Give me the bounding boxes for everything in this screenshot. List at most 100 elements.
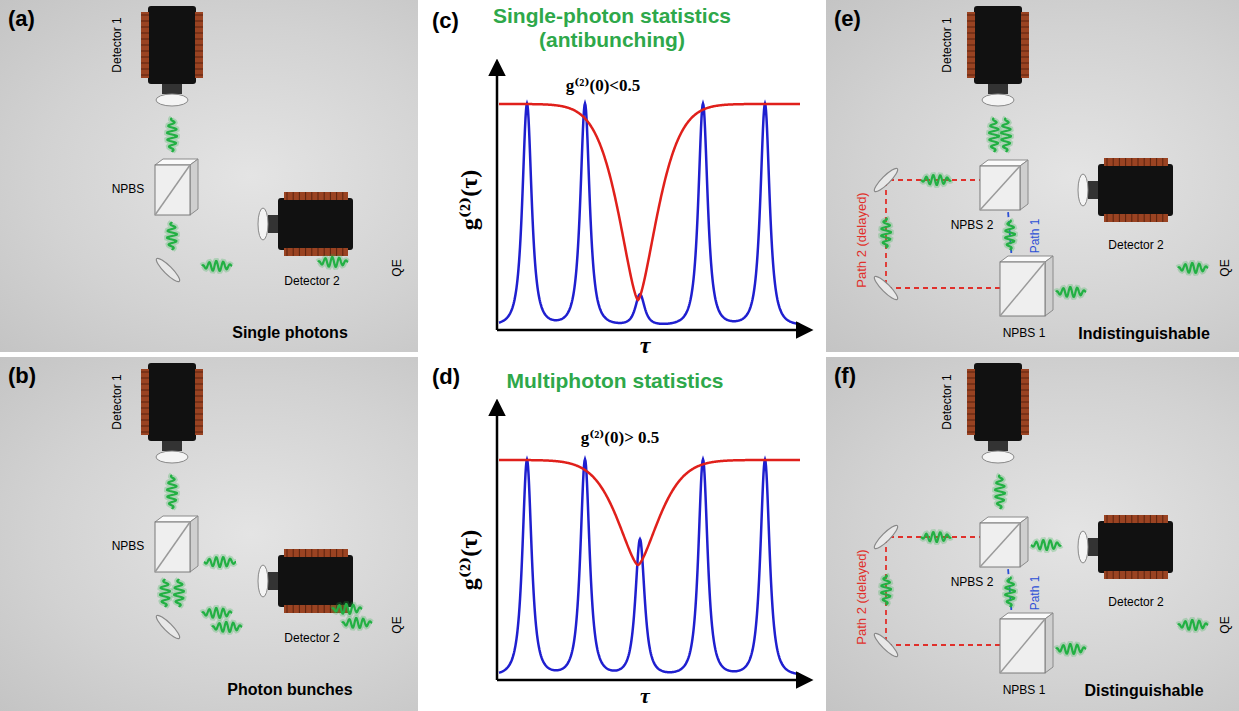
photon-glow	[212, 622, 242, 632]
photon	[1031, 540, 1061, 550]
setup-illustration	[0, 0, 418, 352]
detector-symbol	[967, 363, 1029, 463]
beam-splitter	[1000, 613, 1053, 673]
path-label: Path 1	[1029, 576, 1043, 611]
beam-splitter	[980, 160, 1028, 210]
path-label: Path 2 (delayed)	[855, 549, 870, 644]
panel-letter: (d)	[432, 364, 460, 389]
splitter-label: NPBS 1	[1003, 327, 1046, 341]
panel-caption: Single photons	[232, 324, 348, 342]
photon	[989, 118, 999, 152]
photon-glow	[921, 532, 951, 542]
setup-illustration	[826, 0, 1239, 352]
photon-glow	[921, 175, 951, 185]
detector-symbol	[1078, 158, 1173, 222]
photon	[881, 218, 891, 248]
photon	[160, 579, 170, 607]
photon	[167, 118, 177, 152]
beam-splitter	[155, 516, 198, 572]
setup-panel: (b)Detector 1NPBSDetector 2QEPhoton bunc…	[0, 357, 418, 711]
chart-title: Multiphoton statistics	[507, 369, 724, 393]
axis-label: g⁽²⁾(τ)	[456, 530, 484, 591]
photon	[202, 261, 232, 271]
splitter-label: NPBS 2	[951, 219, 994, 233]
panel-letter: (e)	[834, 6, 861, 31]
photon-glow	[995, 475, 1005, 509]
detector-symbol	[967, 6, 1029, 106]
photon	[881, 575, 891, 605]
emitter-label: QE	[1219, 259, 1233, 276]
photon-glow	[989, 118, 999, 152]
photon-glow	[1005, 220, 1015, 250]
axis-label: g⁽²⁾(τ)	[456, 170, 484, 231]
panel-caption: Photon bunches	[227, 681, 352, 699]
detector-label: Detector 2	[1108, 596, 1163, 610]
axis-label: τ	[640, 332, 651, 360]
photon-glow	[1031, 540, 1061, 550]
y-axis	[496, 62, 499, 330]
photon-glow	[167, 475, 177, 509]
panel-caption: Indistinguishable	[1078, 325, 1210, 343]
photon-glow	[1178, 620, 1208, 630]
photon	[342, 618, 372, 628]
continuous-correlation-curve	[499, 460, 800, 565]
x-axis	[497, 679, 810, 682]
photon-glow	[202, 608, 232, 618]
setup-panel: (f) Detector 1 Path 2 (delayed) NPBS 2 Path …	[826, 357, 1239, 711]
photon	[921, 175, 951, 185]
photon-glow	[202, 261, 232, 271]
emitter-label: QE	[1219, 616, 1233, 633]
mirror	[872, 274, 900, 302]
mirror	[872, 631, 900, 659]
photon-glow	[174, 579, 184, 607]
splitter-label: NPBS	[112, 183, 145, 197]
emitter-label: QE	[391, 616, 405, 633]
path-label: Path 2 (delayed)	[855, 192, 870, 287]
emitter-label: QE	[391, 259, 405, 276]
detector-symbol	[141, 6, 203, 106]
photon	[1001, 118, 1011, 152]
detector-symbol	[258, 192, 353, 256]
value-annotation: g⁽²⁾(0)> 0.5	[581, 428, 660, 448]
photon-glow	[1056, 287, 1086, 297]
correlation-plot	[497, 402, 810, 680]
beam-splitter	[980, 517, 1028, 567]
photon-glow	[1001, 118, 1011, 152]
photon	[212, 622, 242, 632]
photon-glow	[332, 604, 362, 614]
photon	[1056, 287, 1086, 297]
path-label: Path 1	[1029, 219, 1043, 254]
photon-glow	[167, 222, 177, 250]
splitter-label: NPBS 2	[951, 576, 994, 590]
mirror	[154, 256, 182, 284]
photon-glow	[881, 575, 891, 605]
setup-panel: (e)Detector 1Path 2 (delayed)NPBS 2Path …	[826, 0, 1239, 352]
detector-label: Detector 1	[941, 374, 955, 429]
photon	[1005, 220, 1015, 250]
pulsed-correlation-curve	[499, 103, 800, 324]
pulsed-correlation-curve	[499, 459, 800, 674]
photon	[995, 475, 1005, 509]
photon-glow	[160, 579, 170, 607]
panel-letter: (b)	[8, 363, 36, 388]
photon-glow	[204, 557, 236, 567]
photon	[921, 532, 951, 542]
panel-letter: (f)	[834, 363, 856, 388]
detector-label: Detector 2	[284, 632, 339, 646]
photon	[1056, 644, 1086, 654]
detector-label: Detector 2	[284, 275, 339, 289]
photon	[204, 557, 236, 567]
mirror	[872, 166, 900, 194]
panel-letter: (c)	[432, 8, 459, 33]
detector-label: Detector 1	[111, 374, 125, 429]
photon	[1178, 263, 1208, 273]
setup-panel: (a)Detector 1NPBSDetector 2QESingle phot…	[0, 0, 418, 352]
photon	[167, 475, 177, 509]
photon-glow	[881, 218, 891, 248]
axis-label: τ	[640, 683, 650, 708]
photon-glow	[1056, 644, 1086, 654]
photon	[1178, 620, 1208, 630]
splitter-label: NPBS 1	[1003, 684, 1046, 698]
